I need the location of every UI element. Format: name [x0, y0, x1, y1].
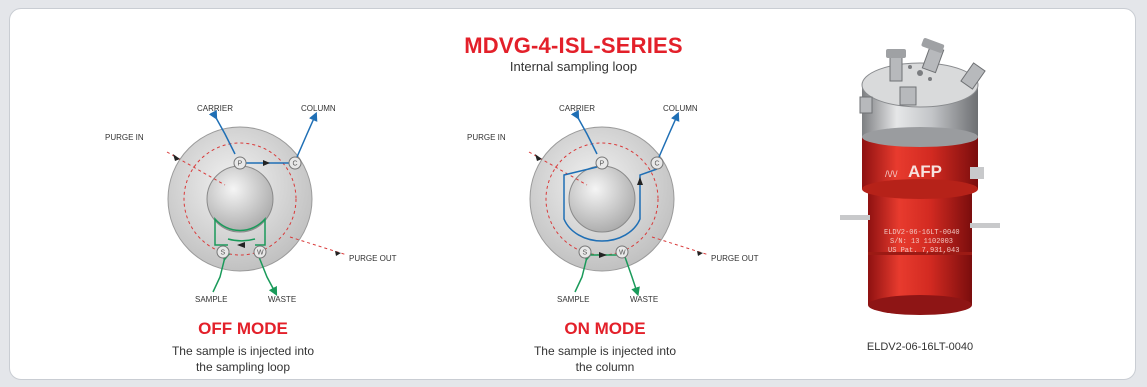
- carrier-label: CARRIER: [559, 104, 595, 113]
- purge-circle: [183, 142, 297, 256]
- page-subtitle: Internal sampling loop: [509, 59, 638, 74]
- valve-product-image: /\/\/ AFP ELDV2-06-16LT-0040 S/N: 13 110…: [840, 38, 1000, 315]
- svg-text:/\/\/: /\/\/: [885, 169, 898, 179]
- column-label: COLUMN: [663, 104, 698, 113]
- loop-path: [214, 216, 266, 246]
- column-line: [658, 111, 680, 158]
- svg-text:C: C: [655, 161, 660, 168]
- port-c: [650, 156, 664, 170]
- carrier-line: [208, 109, 236, 155]
- port-s: [578, 245, 592, 259]
- port-w: [253, 245, 267, 259]
- port-p: [233, 156, 247, 170]
- sample-line: [574, 251, 593, 293]
- purge-in-line: [166, 151, 226, 186]
- svg-text:S: S: [583, 250, 588, 257]
- svg-text:W: W: [257, 250, 264, 257]
- valve-body-lower: [868, 187, 972, 305]
- product-caption: ELDV2-06-16LT-0040: [866, 341, 974, 353]
- on-mode-desc-line1: The sample is injected into: [533, 344, 677, 358]
- content-card: MDVG-4-ISL-SERIES Internal sampling loop: [9, 8, 1136, 380]
- on-mode-desc-line2: the column: [575, 360, 635, 374]
- purge-out-label: PURGE OUT: [349, 254, 397, 263]
- purge-in-label: PURGE IN: [105, 133, 144, 142]
- waste-line: [258, 256, 278, 296]
- column-label: COLUMN: [301, 104, 336, 113]
- sample-label: SAMPLE: [557, 295, 589, 304]
- port-p: [595, 156, 609, 170]
- off-mode-diagram: P C S W CARRIER COLUMN PURGE IN PURGE OU…: [105, 104, 397, 304]
- svg-text:P: P: [238, 161, 243, 168]
- off-mode-desc-line1: The sample is injected into: [171, 344, 315, 358]
- on-mode-title: ON MODE: [564, 319, 646, 338]
- waste-label: WASTE: [268, 295, 296, 304]
- purge-out-label: PURGE OUT: [711, 254, 759, 263]
- sample-line: [212, 251, 231, 293]
- purge-in-label: PURGE IN: [467, 133, 506, 142]
- product-engraving-2: S/N: 13 1102003: [890, 238, 953, 246]
- valve-hub: [568, 165, 636, 233]
- product-brand: AFP: [908, 162, 942, 181]
- on-mode-diagram: P C S W CARRIER COLUMN PURGE IN PURGE OU…: [467, 104, 759, 304]
- purge-in-line: [528, 151, 588, 186]
- svg-text:C: C: [293, 161, 298, 168]
- svg-text:S: S: [221, 250, 226, 257]
- svg-text:P: P: [600, 161, 605, 168]
- loop-path: [563, 166, 658, 242]
- port-s: [216, 245, 230, 259]
- port-w: [615, 245, 629, 259]
- sample-label: SAMPLE: [195, 295, 227, 304]
- product-engraving-3: US Pat. 7,931,043: [888, 247, 959, 255]
- svg-text:W: W: [619, 250, 626, 257]
- port-c: [288, 156, 302, 170]
- page-title: MDVG-4-ISL-SERIES: [464, 33, 683, 58]
- off-mode-title: OFF MODE: [198, 319, 288, 338]
- carrier-label: CARRIER: [197, 104, 233, 113]
- waste-label: WASTE: [630, 295, 658, 304]
- product-engraving-1: ELDV2-06-16LT-0040: [884, 229, 960, 237]
- loop-bottom: [227, 238, 256, 242]
- off-mode-desc-line2: the sampling loop: [195, 360, 291, 374]
- column-line: [296, 111, 318, 158]
- carrier-line: [570, 109, 598, 155]
- waste-line: [624, 256, 640, 297]
- purge-circle: [545, 142, 659, 256]
